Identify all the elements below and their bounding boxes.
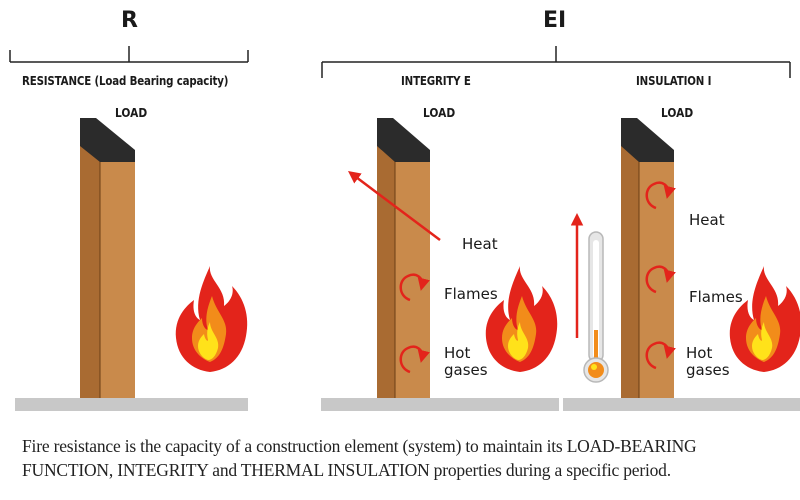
ground-integrity	[321, 398, 559, 411]
ground-resistance	[15, 398, 248, 411]
r-label: R	[121, 8, 138, 33]
wall-integrity	[377, 118, 430, 398]
heat-leak-arrow	[348, 171, 441, 241]
figure-caption: Fire resistance is the capacity of a con…	[22, 434, 792, 482]
load-label-insulation: LOAD	[661, 105, 694, 120]
fire-resistance-diagram	[9, 46, 800, 411]
load-label-resistance: LOAD	[115, 105, 148, 120]
insulation-caption: INSULATION I	[636, 73, 712, 88]
flames-label-insulation: Flames	[689, 288, 743, 306]
resistance-caption: RESISTANCE (Load Bearing capacity)	[22, 73, 229, 88]
caption-line-1: Fire resistance is the capacity of a con…	[22, 436, 697, 456]
ground-insulation	[563, 398, 800, 411]
flame-insulation-icon	[729, 266, 800, 372]
ei-bracket	[321, 46, 791, 78]
flame-integrity-icon	[485, 266, 558, 372]
wall-resistance	[80, 118, 135, 398]
thermometer-icon	[583, 231, 609, 383]
load-label-integrity: LOAD	[423, 105, 456, 120]
integrity-caption: INTEGRITY E	[401, 73, 471, 88]
ei-label: EI	[543, 8, 567, 33]
diagram-stage: R EI RESISTANCE (Load Bearing capacity) …	[9, 8, 800, 411]
flames-label-integrity: Flames	[444, 285, 498, 303]
r-bracket	[9, 46, 249, 63]
hot-gases-label-insulation: Hot gases	[686, 344, 730, 379]
hot-gases-label-integrity: Hot gases	[444, 344, 488, 379]
caption-line-2: FUNCTION, INTEGRITY and THERMAL INSULATI…	[22, 460, 671, 480]
heat-label-insulation: Heat	[689, 211, 725, 229]
flame-resistance-icon	[175, 266, 248, 372]
heat-label-integrity: Heat	[462, 235, 498, 253]
